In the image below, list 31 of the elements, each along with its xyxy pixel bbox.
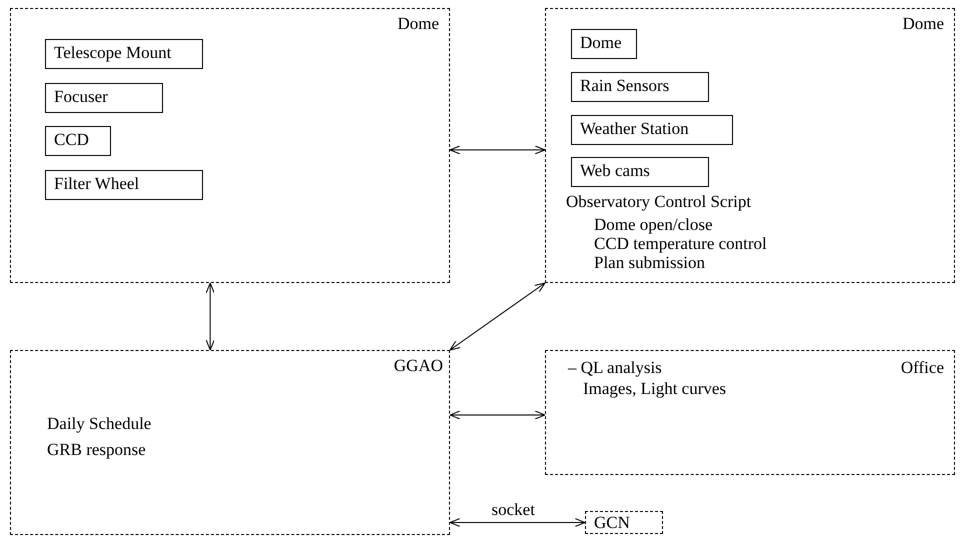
component-box: Dome	[571, 29, 637, 59]
dashed-frame	[585, 511, 663, 534]
double-arrow	[450, 145, 546, 154]
double-arrow	[206, 282, 215, 350]
component-box: Telescope Mount	[45, 39, 203, 69]
component-box: Rain Sensors	[571, 72, 709, 102]
dashed-frame	[10, 8, 450, 283]
component-box: CCD	[45, 126, 111, 156]
dashed-frame	[545, 8, 955, 283]
frame-text: Office	[900, 359, 944, 378]
frame-text: Dome	[902, 15, 944, 34]
frame-text: – QL analysis	[568, 359, 662, 378]
dashed-frame	[10, 350, 450, 535]
component-box: Focuser	[45, 83, 163, 113]
component-box: Weather Station	[571, 115, 733, 145]
frame-text: Observatory Control Script	[566, 193, 752, 212]
frame-text: Images, Light curves	[583, 380, 726, 399]
double-arrow	[450, 410, 546, 420]
frame-text: GGAO	[394, 357, 443, 376]
dashed-frame	[545, 350, 955, 475]
frame-text: GRB response	[47, 441, 146, 460]
frame-text: Plan submission	[594, 254, 705, 273]
double-arrow	[450, 282, 546, 350]
frame-text: Daily Schedule	[47, 415, 152, 434]
double-arrow	[450, 518, 586, 527]
component-box: Web cams	[571, 157, 709, 187]
frame-text: Dome open/close	[594, 216, 712, 235]
frame-text: CCD temperature control	[594, 235, 767, 254]
frame-text: Dome	[397, 15, 439, 34]
component-box: Filter Wheel	[45, 170, 203, 200]
frame-text: GCN	[594, 514, 630, 533]
